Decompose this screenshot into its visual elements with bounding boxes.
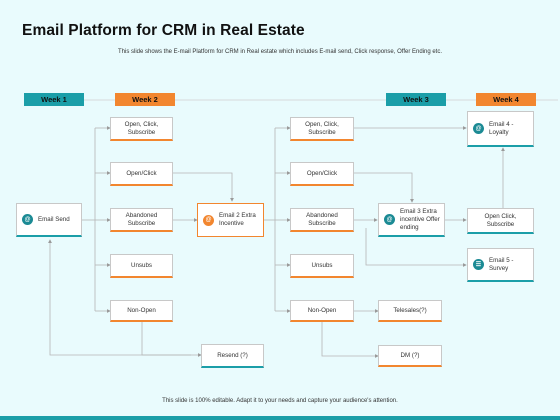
- email-5-label: Email 5 -Survey: [489, 256, 514, 272]
- w4-open-click-subscribe-label: Open Click, Subscribe: [484, 212, 517, 228]
- w3-unsubs-label: Unsubs: [311, 261, 333, 269]
- w4-open-click-subscribe-node: Open Click, Subscribe: [467, 208, 534, 234]
- email-icon: @: [473, 123, 484, 134]
- week-4-label: Week 4: [476, 93, 536, 106]
- email-send-label: Email Send: [38, 215, 70, 223]
- w3-non-open-node: Non-Open: [290, 300, 354, 322]
- email-5-node: ☰ Email 5 -Survey: [467, 248, 534, 282]
- w3-open-click-subscribe-node: Open, Click, Subscribe: [290, 117, 354, 141]
- email-icon: @: [22, 214, 33, 225]
- email-2-label: Email 2 Extra Incentive: [219, 212, 256, 227]
- w3-unsubs-node: Unsubs: [290, 254, 354, 278]
- w2-abandoned-subscribe-node: Abandoned Subscribe: [110, 208, 173, 232]
- resend-label: Resend (?): [217, 351, 248, 359]
- w2-unsubs-node: Unsubs: [110, 254, 173, 278]
- email-send-node: @ Email Send: [16, 203, 82, 237]
- email-4-node: @ Email 4 - Loyalty: [467, 111, 534, 147]
- w3-non-open-label: Non-Open: [307, 306, 337, 314]
- resend-node: Resend (?): [201, 344, 264, 368]
- dm-node: DM (?): [378, 345, 442, 367]
- w3-abandoned-subscribe-node: Abandoned Subscribe: [290, 208, 354, 232]
- w3-open-click-subscribe-label: Open, Click, Subscribe: [305, 120, 339, 136]
- w3-open-click-label: Open/Click: [306, 169, 338, 177]
- w2-unsubs-label: Unsubs: [131, 261, 152, 269]
- w2-non-open-node: Non-Open: [110, 300, 173, 322]
- email-3-label: Email 3 Extra incentive Offer ending: [400, 207, 440, 231]
- week-2-label: Week 2: [115, 93, 175, 106]
- dm-label: DM (?): [400, 351, 420, 359]
- email-2-node: @ Email 2 Extra Incentive: [197, 203, 264, 237]
- page-subtitle: This slide shows the E-mail Platform for…: [117, 49, 443, 55]
- survey-icon: ☰: [473, 259, 484, 270]
- w2-abandoned-subscribe-label: Abandoned Subscribe: [125, 211, 158, 227]
- w2-open-click-label: Open/Click: [126, 169, 157, 177]
- page-title: Email Platform for CRM in Real Estate: [22, 22, 305, 39]
- email-4-label: Email 4 - Loyalty: [489, 120, 514, 136]
- week-1-label: Week 1: [24, 93, 84, 106]
- week-3-label: Week 3: [386, 93, 446, 106]
- w3-abandoned-subscribe-label: Abandoned Subscribe: [306, 211, 338, 227]
- email-icon: @: [384, 214, 395, 225]
- email-icon: @: [203, 214, 214, 226]
- w2-open-click-node: Open/Click: [110, 162, 173, 186]
- bottom-accent-bar: [0, 416, 560, 420]
- telesales-label: Telesales(?): [393, 306, 427, 314]
- footer-note: This slide is 100% editable. Adapt it to…: [162, 398, 398, 404]
- w2-open-click-subscribe-label: Open, Click, Subscribe: [124, 120, 159, 136]
- w2-non-open-label: Non-Open: [127, 306, 156, 314]
- email-3-node: @ Email 3 Extra incentive Offer ending: [378, 203, 445, 237]
- w2-open-click-subscribe-node: Open, Click, Subscribe: [110, 117, 173, 141]
- telesales-node: Telesales(?): [378, 300, 442, 322]
- w3-open-click-node: Open/Click: [290, 162, 354, 186]
